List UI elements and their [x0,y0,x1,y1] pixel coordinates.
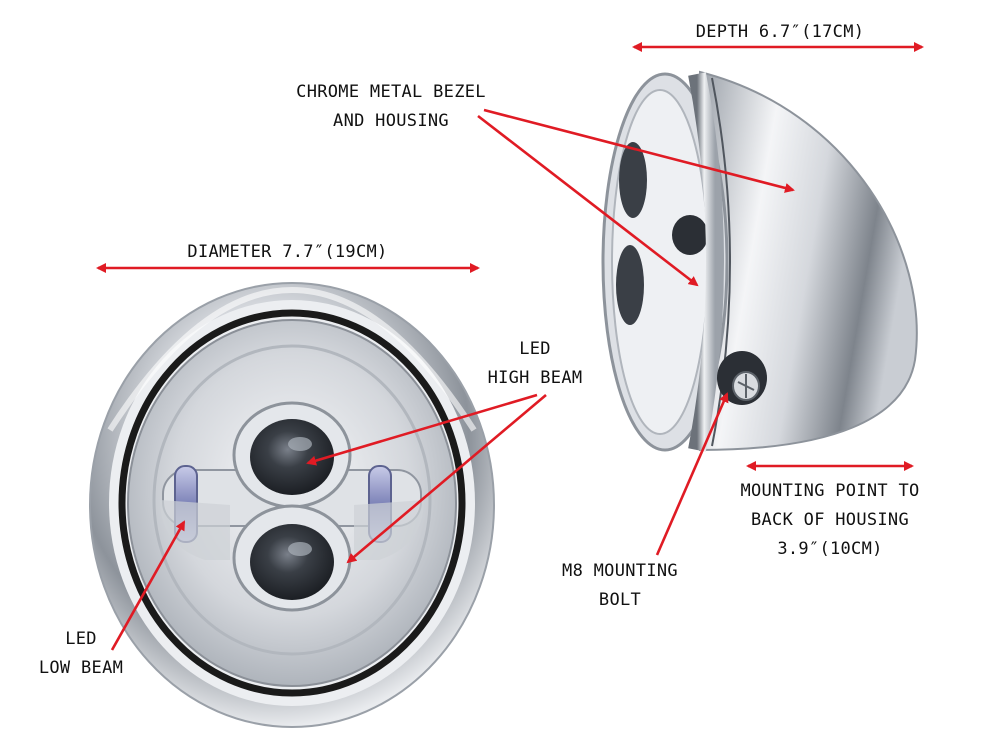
high-beam-label: LED HIGH BEAM [460,335,610,393]
side-view-headlight [601,70,918,452]
high-beam-arrow [306,393,538,466]
bezel-label: CHROME METAL BEZEL AND HOUSING [246,78,536,136]
bezel-reflection [672,215,708,255]
high-beam-label-line-1: LED [519,339,551,359]
bezel-arrow-rim [477,114,699,287]
high-beam-label-line-2: HIGH BEAM [487,368,583,388]
rubber-gasket [118,309,466,697]
low-beam-label-line-2: LOW BEAM [38,658,124,678]
bezel-arrow-housing [483,108,795,193]
front-view-headlight [89,282,495,728]
bolt-label-line-2: BOLT [598,590,642,610]
bezel-label-line-1: CHROME METAL BEZEL [296,82,486,102]
low-beam-lens [250,524,334,600]
low-beam-label-line-1: LED [65,629,97,649]
bolt-arrow [655,392,729,556]
mounting-point-line-2: BACK OF HOUSING [750,510,910,530]
annotation-arrows [96,42,924,651]
bezel-label-line-2: AND HOUSING [333,111,449,131]
depth-label: DEPTH 6.7″(17CM) [695,22,865,42]
diameter-label: DIAMETER 7.7″(19CM) [187,242,388,262]
bolt-label: M8 MOUNTING BOLT [530,557,710,615]
mounting-point-line-3: 3.9″(10CM) [777,539,883,559]
mounting-point-line-1: MOUNTING POINT TO [740,481,920,501]
low-beam-arrow-left [110,520,186,651]
low-beam-label: LED LOW BEAM [16,625,146,683]
high-beam-lens [250,419,334,495]
mounting-point-label: MOUNTING POINT TO BACK OF HOUSING 3.9″(1… [700,477,960,564]
bolt-label-line-1: M8 MOUNTING [562,561,678,581]
low-beam-arrow [346,394,547,564]
